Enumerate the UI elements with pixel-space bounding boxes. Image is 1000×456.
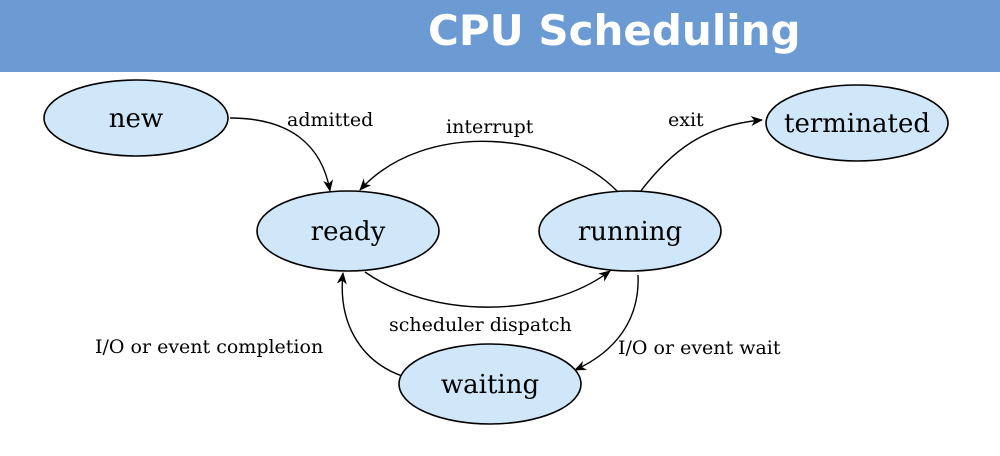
header-bar [0, 0, 1000, 72]
edge-scheduler-dispatch-arrow [364, 270, 611, 308]
state-label-new: new [109, 104, 163, 134]
edge-label-admitted: admitted [287, 109, 373, 131]
state-label-terminated: terminated [784, 109, 930, 139]
edge-label-interrupt: interrupt [446, 116, 534, 138]
state-node-running [538, 190, 722, 272]
edge-admitted-arrow [229, 117, 334, 192]
state-label-ready: ready [311, 217, 386, 247]
state-label-running: running [578, 217, 682, 247]
edge-interrupt-arrow [359, 140, 619, 193]
edge-io-event-completion-arrow [336, 272, 403, 377]
state-node-terminated [765, 84, 949, 162]
edge-label-exit: exit [668, 109, 704, 131]
edge-label-io-event-completion: I/O or event completion [95, 336, 323, 358]
state-node-new [43, 79, 229, 157]
state-node-ready [256, 190, 440, 272]
edge-io-event-wait-arrow [574, 274, 639, 371]
edge-label-io-event-wait: I/O or event wait [618, 337, 781, 359]
edge-label-scheduler-dispatch: scheduler dispatch [389, 314, 572, 336]
state-label-waiting: waiting [441, 370, 539, 400]
page-title: CPU Scheduling [428, 6, 801, 55]
state-node-waiting [398, 343, 582, 425]
edge-exit-arrow [639, 115, 763, 193]
